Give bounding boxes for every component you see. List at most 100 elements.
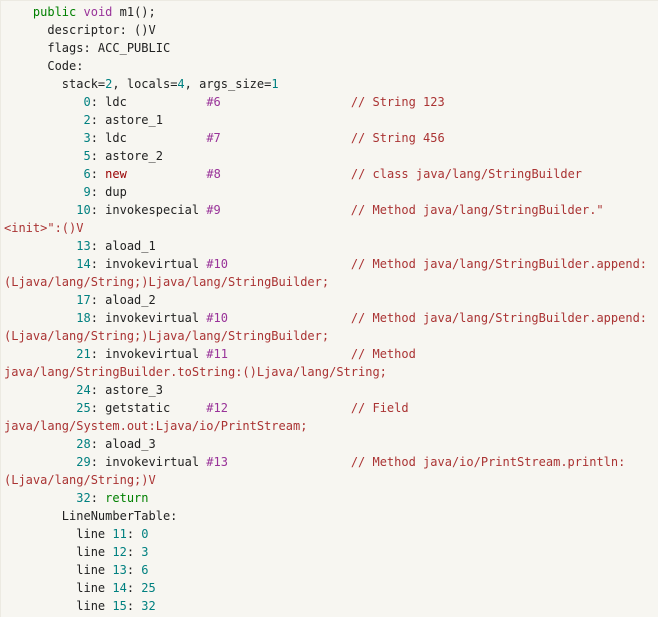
code-token: : bbox=[126, 527, 142, 541]
code-token: : ldc bbox=[90, 95, 207, 109]
code-line: 17: aload_2 bbox=[4, 291, 655, 309]
code-token: 4 bbox=[177, 77, 185, 91]
code-token: line bbox=[4, 545, 113, 559]
code-token: : dup bbox=[90, 185, 127, 199]
code-token bbox=[4, 95, 83, 109]
code-token: , locals= bbox=[112, 77, 178, 91]
code-token: : invokevirtual bbox=[90, 455, 207, 469]
code-token: : bbox=[126, 599, 142, 613]
code-line: stack=2, locals=4, args_size=1 bbox=[4, 75, 655, 93]
code-token: 29 bbox=[76, 455, 91, 469]
code-line: (Ljava/lang/String;)Ljava/lang/StringBui… bbox=[4, 273, 655, 291]
code-line: (Ljava/lang/String;)Ljava/lang/StringBui… bbox=[4, 327, 655, 345]
code-line: 14: invokevirtual #10 // Method java/lan… bbox=[4, 255, 655, 273]
code-token: 9 bbox=[83, 185, 91, 199]
code-token: 32 bbox=[76, 491, 91, 505]
code-token bbox=[228, 311, 351, 325]
code-token: : astore_3 bbox=[90, 383, 163, 397]
code-token: 3 bbox=[141, 545, 149, 559]
code-token: #11 bbox=[206, 347, 228, 361]
code-line: 29: invokevirtual #13 // Method java/io/… bbox=[4, 453, 655, 471]
code-line: 28: aload_3 bbox=[4, 435, 655, 453]
code-line: 5: astore_2 bbox=[4, 147, 655, 165]
code-token: (Ljava/lang/String;)Ljava/lang/StringBui… bbox=[4, 329, 330, 343]
code-token: : bbox=[90, 491, 106, 505]
code-token: // Method java/io/PrintStream.println: bbox=[350, 455, 626, 469]
code-token bbox=[221, 203, 351, 217]
code-token bbox=[4, 401, 76, 415]
code-token bbox=[4, 5, 33, 19]
code-token bbox=[4, 113, 83, 127]
code-token bbox=[228, 455, 351, 469]
code-line: java/lang/StringBuilder.toString:()Ljava… bbox=[4, 363, 655, 381]
code-token: // Method java/lang/StringBuilder." bbox=[350, 203, 604, 217]
code-token: : bbox=[126, 563, 142, 577]
code-token: 24 bbox=[76, 383, 91, 397]
code-token: : ldc bbox=[90, 131, 207, 145]
code-token: 0 bbox=[141, 527, 149, 541]
code-line: line 13: 6 bbox=[4, 561, 655, 579]
code-token: 18 bbox=[76, 311, 91, 325]
code-line: line 14: 25 bbox=[4, 579, 655, 597]
code-line: 24: astore_3 bbox=[4, 381, 655, 399]
code-token: (Ljava/lang/String;)Ljava/lang/StringBui… bbox=[4, 275, 330, 289]
code-line: LineNumberTable: bbox=[4, 507, 655, 525]
code-token: : invokevirtual bbox=[90, 257, 207, 271]
code-token bbox=[4, 293, 76, 307]
code-token bbox=[4, 149, 83, 163]
code-token: 32 bbox=[141, 599, 156, 613]
code-line: public void m1(); bbox=[4, 3, 655, 21]
code-token bbox=[228, 257, 351, 271]
code-token bbox=[221, 167, 351, 181]
code-line: 2: astore_1 bbox=[4, 111, 655, 129]
code-line: 25: getstatic #12 // Field bbox=[4, 399, 655, 417]
code-line: Code: bbox=[4, 57, 655, 75]
code-token bbox=[76, 5, 83, 19]
code-token: 21 bbox=[76, 347, 91, 361]
code-token: new bbox=[105, 167, 127, 181]
code-token: line bbox=[4, 581, 113, 595]
code-token: #12 bbox=[206, 401, 228, 415]
code-token: #9 bbox=[206, 203, 221, 217]
code-token: 13 bbox=[76, 239, 91, 253]
code-token: 6 bbox=[83, 167, 91, 181]
code-token: java/lang/StringBuilder.toString:()Ljava… bbox=[4, 365, 387, 379]
code-line: line 15: 32 bbox=[4, 597, 655, 615]
code-token: #6 bbox=[206, 95, 221, 109]
code-token: // Method bbox=[350, 347, 416, 361]
code-token bbox=[4, 239, 76, 253]
code-token: : aload_2 bbox=[90, 293, 156, 307]
code-token: return bbox=[105, 491, 149, 505]
code-token: 13 bbox=[112, 563, 127, 577]
code-token: // class java/lang/StringBuilder bbox=[350, 167, 583, 181]
code-token: 28 bbox=[76, 437, 91, 451]
code-token bbox=[4, 203, 76, 217]
code-token: // Method java/lang/StringBuilder.append… bbox=[350, 311, 648, 325]
code-token bbox=[221, 95, 351, 109]
code-line: java/lang/System.out:Ljava/io/PrintStrea… bbox=[4, 417, 655, 435]
code-token: 6 bbox=[141, 563, 149, 577]
code-token: : bbox=[126, 545, 142, 559]
code-line: descriptor: ()V bbox=[4, 21, 655, 39]
code-line: 32: return bbox=[4, 489, 655, 507]
code-token bbox=[228, 401, 351, 415]
code-token: 25 bbox=[76, 401, 91, 415]
code-token bbox=[4, 257, 76, 271]
code-token: 15 bbox=[112, 599, 127, 613]
code-token: #7 bbox=[206, 131, 221, 145]
code-token bbox=[4, 131, 83, 145]
code-token bbox=[4, 455, 76, 469]
code-token: line bbox=[4, 527, 113, 541]
code-line: (Ljava/lang/String;)V bbox=[4, 471, 655, 489]
code-token bbox=[221, 131, 351, 145]
code-token: #10 bbox=[206, 257, 228, 271]
code-line: line 11: 0 bbox=[4, 525, 655, 543]
code-token: 11 bbox=[112, 527, 127, 541]
code-token: line bbox=[4, 563, 113, 577]
code-line: flags: ACC_PUBLIC bbox=[4, 39, 655, 57]
code-line: 18: invokevirtual #10 // Method java/lan… bbox=[4, 309, 655, 327]
code-token bbox=[4, 491, 76, 505]
code-token: 14 bbox=[76, 257, 91, 271]
code-line: 10: invokespecial #9 // Method java/lang… bbox=[4, 201, 655, 219]
